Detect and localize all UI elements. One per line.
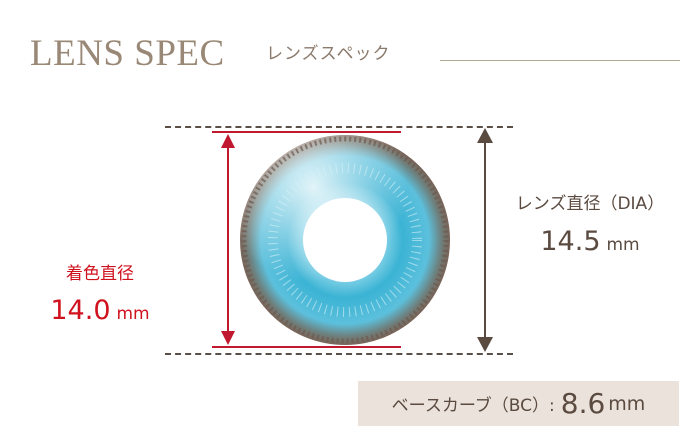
lens-image xyxy=(240,135,450,345)
title-divider xyxy=(440,60,680,61)
lens-diameter-unit: mm xyxy=(606,235,640,255)
lens-diameter-number: 14.5 xyxy=(540,226,601,257)
section-subtitle: レンズスペック xyxy=(266,44,391,64)
color-diameter-bottom-line xyxy=(212,346,401,348)
base-curve-unit: mm xyxy=(608,392,646,415)
color-diameter-number: 14.0 xyxy=(50,295,111,326)
color-diameter-label: 着色直径 xyxy=(66,264,134,284)
color-diameter-arrow xyxy=(221,134,235,345)
section-title: LENS SPEC xyxy=(30,33,225,74)
base-curve-box: ベースカーブ（BC）: 8.6 mm xyxy=(358,381,679,426)
bottom-dashed-guide xyxy=(165,353,513,355)
color-diameter-unit: mm xyxy=(116,304,150,324)
lens-diameter-arrow xyxy=(477,128,493,352)
color-diameter-top-line xyxy=(212,131,401,133)
top-dashed-guide xyxy=(165,126,513,128)
lens-diameter-label: レンズ直径（DIA） xyxy=(515,194,665,214)
base-curve-label: ベースカーブ（BC）: xyxy=(391,396,555,416)
base-curve-number: 8.6 xyxy=(560,387,606,420)
